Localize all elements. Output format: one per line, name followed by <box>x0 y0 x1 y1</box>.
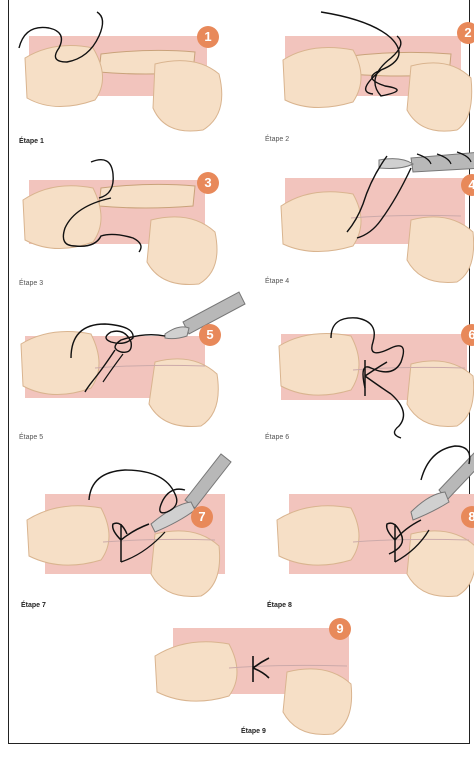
step-6-illustration <box>261 298 474 418</box>
tooth-left-icon <box>281 192 361 252</box>
tooth-left-icon <box>279 334 359 396</box>
tooth-right-icon <box>147 217 217 285</box>
step-badge: 5 <box>199 324 221 346</box>
step-caption: Étape 8 <box>267 602 292 609</box>
tooth-left-icon <box>283 48 361 108</box>
tooth-left-icon <box>277 506 359 565</box>
step-caption: Étape 6 <box>265 434 289 441</box>
step-panel-3: 3 Étape 3 <box>15 158 235 308</box>
step-caption: Étape 4 <box>265 278 289 285</box>
tooth-right-icon <box>407 217 474 283</box>
step-panel-8: 8 Étape 8 <box>261 450 474 600</box>
step-caption: Étape 2 <box>265 136 289 143</box>
tooth-left-icon <box>23 186 101 249</box>
step-badge: 7 <box>191 506 213 528</box>
step-badge: 2 <box>457 22 474 44</box>
step-badge: 9 <box>329 618 351 640</box>
step-2-illustration <box>261 18 474 138</box>
tooth-left-icon <box>155 642 237 701</box>
step-caption: Étape 9 <box>241 728 266 735</box>
tooth-right-icon <box>283 669 352 735</box>
step-caption: Étape 3 <box>19 280 43 287</box>
step-panel-9: 9 Étape 9 <box>141 612 361 762</box>
step-panel-2: 2 Étape 2 <box>261 18 474 168</box>
tooth-right-icon <box>151 531 220 597</box>
tooth-right-icon <box>149 359 218 427</box>
step-panel-7: 7 Étape 7 <box>15 450 235 600</box>
figure-frame: 1 Étape 1 2 Étape 2 3 Étape 3 <box>8 0 470 744</box>
step-caption: Étape 1 <box>19 138 44 145</box>
tooth-left-icon <box>25 46 103 107</box>
step-panel-4: 4 Étape 4 <box>261 158 474 308</box>
step-panel-1: 1 Étape 1 <box>15 18 235 168</box>
tooth-left-icon <box>21 332 99 395</box>
tooth-right-icon <box>407 63 472 131</box>
step-badge: 1 <box>197 26 219 48</box>
step-panel-5: 5 Étape 5 <box>15 298 235 448</box>
tooth-left-icon <box>27 506 109 565</box>
tooth-right-icon <box>407 361 474 427</box>
step-panel-6: 6 Étape 6 <box>261 298 474 448</box>
step-9-illustration <box>141 612 361 722</box>
tooth-right-icon <box>407 531 474 597</box>
step-5-illustration <box>15 298 235 418</box>
step-4-illustration <box>261 158 474 278</box>
step-caption: Étape 7 <box>21 602 46 609</box>
tooth-right-icon <box>153 61 222 131</box>
step-caption: Étape 5 <box>19 434 43 441</box>
step-8-illustration <box>261 450 474 590</box>
step-badge: 3 <box>197 172 219 194</box>
